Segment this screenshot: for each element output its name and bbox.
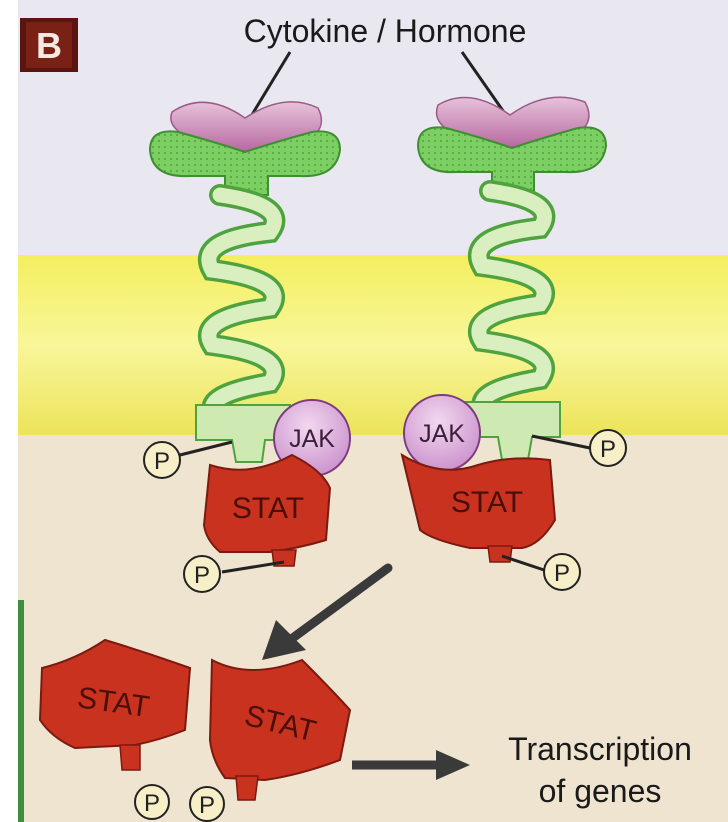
panel-letter: B [36, 25, 62, 66]
transcription-label-line2: of genes [539, 773, 662, 809]
phosphate-dimer-left-label: P [144, 790, 160, 817]
phosphate-stat-right-label: P [554, 560, 570, 587]
phosphate-dimer-left: P [135, 785, 169, 819]
phosphate-stat-left-label: P [194, 562, 210, 589]
panel-badge: B [20, 18, 78, 72]
cell-membrane [18, 255, 728, 435]
stat-right-bound-label: STAT [451, 486, 523, 519]
phosphate-dimer-right: P [190, 787, 224, 821]
phosphate-receptor-right-label: P [600, 436, 616, 463]
stat-left-bound-label: STAT [232, 492, 304, 525]
jak-right-label: JAK [419, 420, 465, 448]
jak-left-label: JAK [289, 425, 335, 453]
jak-right: JAK [404, 395, 480, 471]
phosphate-dimer-right-label: P [199, 792, 215, 819]
phosphate-receptor-left-label: P [154, 448, 170, 475]
transcription-label-line1: Transcription [508, 731, 692, 767]
left-margin [0, 0, 18, 822]
ligand-label: Cytokine / Hormone [244, 13, 527, 49]
left-edge-strip [18, 600, 24, 822]
